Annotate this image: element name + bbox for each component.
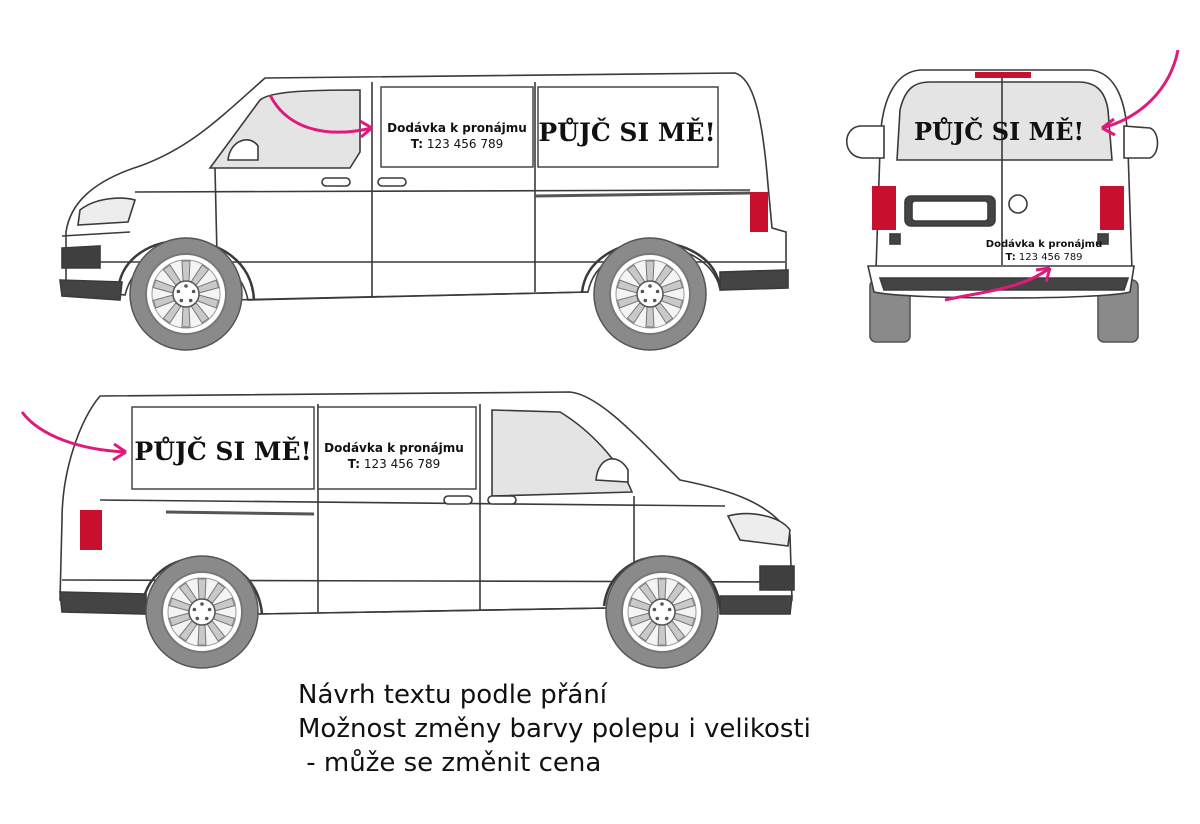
notes-block: Návrh textu podle přání Možnost změny ba… (298, 678, 918, 780)
decal-panel-right-small (317, 406, 477, 490)
arrow-to-rear-window (1101, 49, 1180, 130)
decal-headline: PŮJČ SI MĚ! (134, 437, 311, 466)
arrow-head-icon (1101, 117, 1116, 137)
wheel-icon (593, 237, 707, 351)
note-line: Možnost změny barvy polepu i velikosti (298, 714, 811, 744)
note-line: - může se změnit cena (298, 748, 602, 778)
decal-headline: PŮJČ SI MĚ! (538, 118, 715, 147)
arrow-to-right-side-decal (20, 411, 127, 454)
decal-panel-right-big (131, 406, 315, 490)
tail-light-right-view (80, 510, 102, 550)
decal-subtitle: Dodávka k pronájmu (324, 441, 464, 455)
tail-light-rear-left (872, 186, 896, 230)
decal-phone: T: 123 456 789 (1005, 252, 1082, 263)
arrow-to-side-decal (268, 94, 373, 134)
arrow-head-icon (359, 119, 373, 139)
wheel-icon (145, 555, 259, 669)
decal-subtitle: Dodávka k pronájmu (387, 121, 527, 135)
tail-light-left-view (750, 192, 768, 232)
arrow-to-rear-door (944, 266, 1051, 302)
wheel-icon (605, 555, 719, 669)
decal-phone: T: 123 456 789 (348, 457, 441, 471)
arrow-head-icon (1035, 266, 1052, 283)
decal-phone: T: 123 456 789 (411, 137, 504, 151)
decal-panel-left-small (380, 86, 534, 168)
note-line: Návrh textu podle přání (298, 680, 608, 710)
decal-panel-left-big (537, 86, 719, 168)
decal-headline: PŮJČ SI MĚ! (914, 117, 1084, 146)
wheel-icon (129, 237, 243, 351)
arrow-head-icon (112, 442, 127, 462)
van-rear-view (846, 69, 1159, 343)
brake-light (975, 72, 1031, 78)
decal-subtitle: Dodávka k pronájmu (986, 238, 1102, 250)
tail-light-rear-right (1100, 186, 1124, 230)
